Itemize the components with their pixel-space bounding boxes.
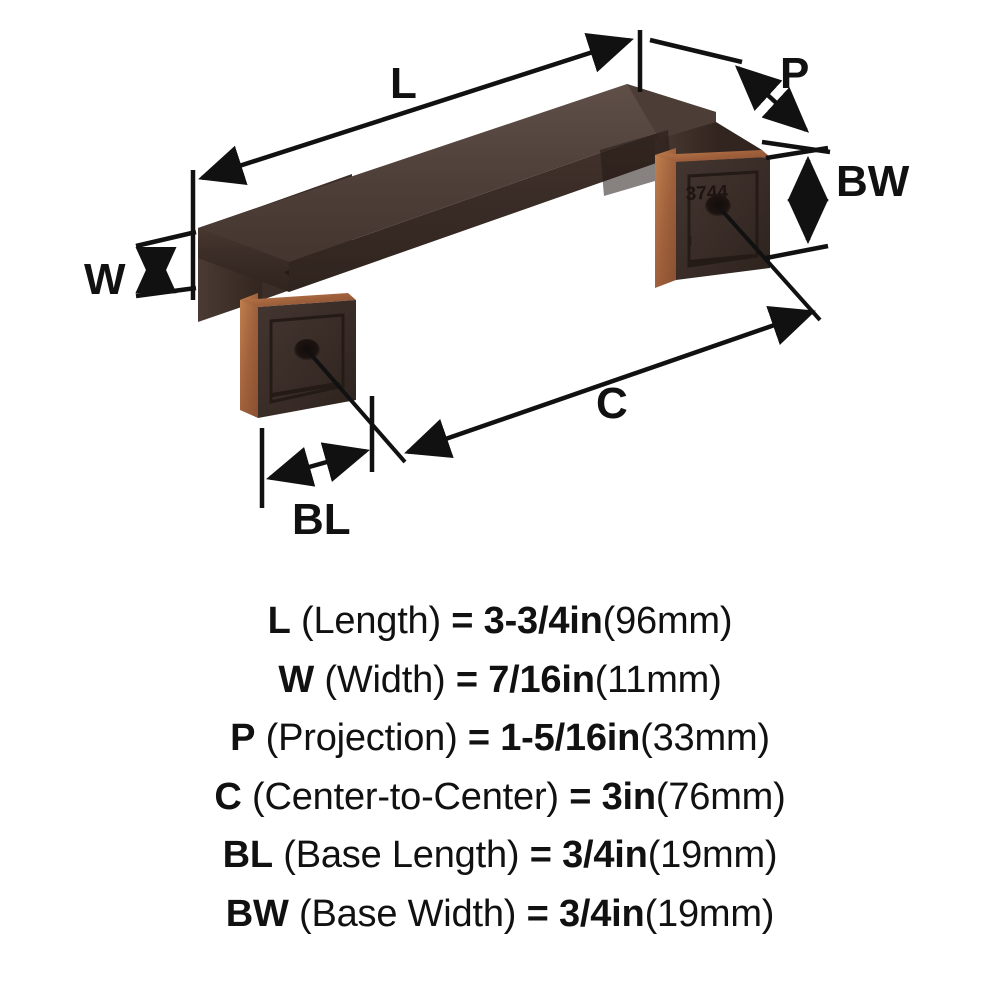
- spec-eq-bl: =: [519, 834, 563, 876]
- w-ext-top: [135, 229, 197, 249]
- handle-drawing-svg: 3744: [135, 30, 831, 508]
- handle-body: 3744: [198, 84, 770, 418]
- spec-eq-bw: =: [516, 892, 559, 935]
- spec-value-p: 1-5/16in: [500, 717, 641, 759]
- p-ext-top: [649, 37, 743, 65]
- left-plate-copper-edge: [240, 293, 258, 418]
- right-plate-groove: [688, 254, 754, 264]
- handle-right-bend: [627, 84, 716, 142]
- spec-name-c: (Center-to-Center): [241, 775, 559, 818]
- spec-code-p: P: [230, 717, 256, 759]
- spec-row-w: W (Width) = 7/16in(11mm): [0, 651, 1000, 710]
- spec-name-l: (Length): [290, 600, 441, 642]
- spec-name-p: (Projection): [255, 717, 458, 759]
- right-mounting-plate: 3744: [655, 148, 770, 288]
- spec-row-l: L (Length) = 3-3/4in(96mm): [0, 592, 1000, 651]
- dim-label-c: C: [596, 379, 628, 428]
- left-hole-leader: [305, 348, 407, 464]
- spec-metric-l: (96mm): [602, 600, 733, 642]
- left-plate-groove: [270, 382, 340, 397]
- handle-front-face-left: [198, 228, 289, 292]
- left-plate-recess: [269, 313, 345, 404]
- left-mounting-plate: [240, 293, 356, 418]
- spec-value-bl: 3/4in: [562, 834, 648, 876]
- dim-label-p: P: [780, 49, 810, 98]
- right-hole-leader: [716, 204, 822, 322]
- spec-row-c: C (Center-to-Center) = 3in(76mm): [0, 768, 1000, 827]
- spec-row-bl: BL (Base Length) = 3/4in(19mm): [0, 826, 1000, 885]
- spec-value-bw: 3/4in: [558, 892, 645, 935]
- dim-label-w: W: [84, 255, 126, 304]
- c-dimension-arrow: [404, 306, 816, 458]
- dim-label-l: L: [390, 59, 417, 108]
- spec-eq-w: =: [445, 658, 489, 701]
- dim-label-bw: BW: [836, 157, 910, 206]
- spec-name-w: (Width): [314, 658, 446, 701]
- handle-technical-drawing: 3744: [84, 30, 910, 544]
- spec-value-c: 3in: [601, 775, 657, 818]
- w-ext-bottom: [135, 285, 197, 299]
- spec-code-w: W: [278, 658, 315, 701]
- spec-eq-l: =: [440, 600, 484, 642]
- spec-code-bl: BL: [222, 834, 273, 876]
- spec-metric-bl: (19mm): [647, 834, 778, 876]
- dimension-annotations: [135, 30, 831, 508]
- spec-metric-c: (76mm): [655, 775, 786, 818]
- spec-metric-p: (33mm): [640, 717, 770, 759]
- dim-label-bl: BL: [292, 495, 351, 544]
- spec-value-l: 3-3/4in: [483, 600, 603, 642]
- spec-code-bw: BW: [225, 892, 289, 935]
- spec-value-w: 7/16in: [488, 658, 595, 701]
- left-plate-copper-top: [240, 293, 356, 307]
- right-plate-face: [676, 157, 770, 280]
- spec-code-c: C: [214, 775, 242, 818]
- bw-ext-top: [765, 145, 829, 161]
- spec-name-bl: (Base Length): [272, 834, 520, 876]
- spec-row-p: P (Projection) = 1-5/16in(33mm): [0, 709, 1000, 768]
- right-plate-copper-edge: [655, 148, 676, 288]
- bl-dimension-arrow: [266, 442, 370, 487]
- bw-ext-bottom: [765, 243, 829, 261]
- specification-list: L (Length) = 3-3/4in(96mm) W (Width) = 7…: [0, 592, 1000, 1000]
- spec-metric-bw: (19mm): [644, 892, 775, 935]
- spec-code-l: L: [267, 600, 291, 642]
- l-dimension-arrow: [198, 33, 634, 185]
- spec-name-bw: (Base Width): [288, 892, 517, 935]
- spec-row-bw: BW (Base Width) = 3/4in(19mm): [0, 885, 1000, 944]
- p-dimension-arrow: [734, 65, 810, 133]
- spec-eq-c: =: [558, 775, 602, 818]
- right-plate-copper-top: [655, 150, 770, 162]
- spec-metric-w: (11mm): [594, 658, 722, 701]
- spec-eq-p: =: [457, 717, 501, 759]
